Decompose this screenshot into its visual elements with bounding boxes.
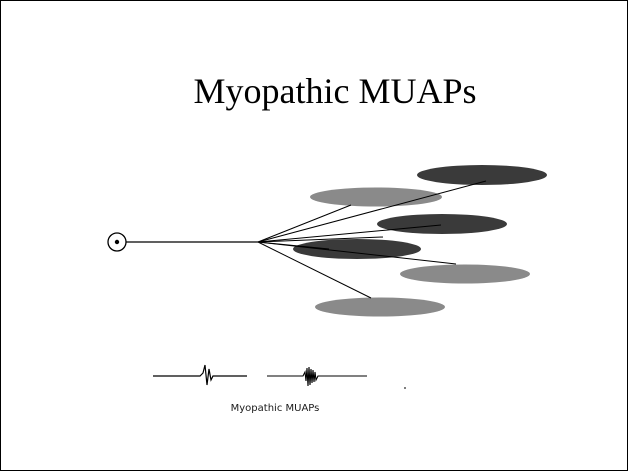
muscle-fiber-6 [315, 298, 445, 317]
muscle-fiber-4 [293, 239, 421, 259]
muscle-fiber-3 [377, 214, 507, 234]
stray-dot [404, 387, 406, 389]
muscle-fiber-2 [310, 188, 442, 207]
circled-dot-icon [108, 233, 126, 251]
normal-muap-waveform [153, 365, 247, 385]
myopathic-muap-waveform [267, 367, 367, 386]
waveform-caption: Myopathic MUAPs [205, 403, 345, 415]
muscle-fiber-5 [400, 265, 530, 284]
